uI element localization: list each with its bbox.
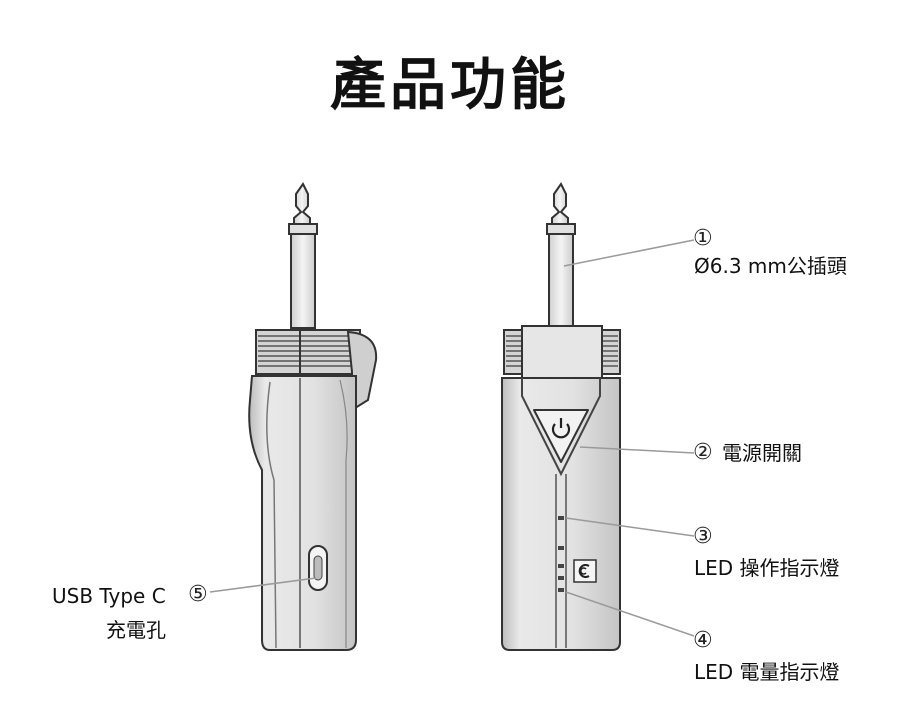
callout-5-label: USB Type C [52,584,166,608]
callout-5-marker: ⑤ [188,582,208,607]
front-plug-pin [546,182,576,329]
leader-line-1 [563,239,695,267]
side-view-device [248,182,378,651]
power-button [533,409,589,463]
leader-lines [209,239,695,637]
leader-line-2 [579,446,695,454]
callout-4-marker: ④ [693,628,713,653]
link-icon [573,559,597,583]
callout-3-label: LED 操作指示燈 [694,556,840,580]
callout-1-label: Ø6.3 mm公插頭 [694,254,847,278]
front-body [501,377,621,651]
callout-4-label: LED 電量指示燈 [694,660,840,684]
leader-line-5 [209,577,317,593]
callout-3-marker: ③ [693,524,713,549]
page-title: 產品功能 [330,53,570,118]
leader-line-3 [565,517,695,537]
callout-5-label-line2: 充電孔 [106,618,166,642]
callout-2-label: 電源開關 [722,441,802,465]
power-icon [551,418,571,439]
side-body [248,375,357,651]
led-indicators [558,516,564,592]
callout-1-marker: ① [693,226,713,251]
side-plug-pin [288,182,318,329]
front-collar [503,325,621,379]
front-view-device [501,182,621,651]
callout-2-marker: ② [693,440,713,465]
leader-line-4 [565,591,695,637]
